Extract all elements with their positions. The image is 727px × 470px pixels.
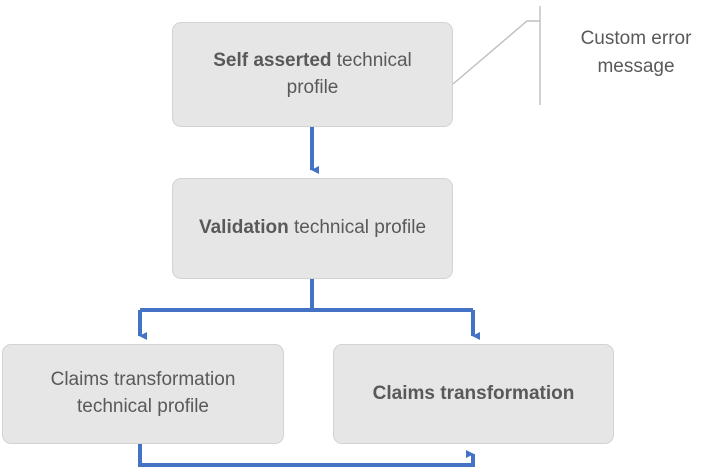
- node-claims-transformation-label: Claims transformation: [348, 381, 599, 408]
- node-self-asserted-label-bold: Self asserted: [213, 49, 332, 71]
- node-claims-transformation-technical-profile-label: Claims transformation technical profile: [17, 367, 269, 421]
- node-claims-transformation-technical-profile[interactable]: Claims transformation technical profile: [2, 344, 284, 444]
- node-validation-label: Validation technical profile: [187, 215, 438, 242]
- node-validation-label-bold: Validation: [198, 217, 289, 239]
- callout-line-1: Custom error: [580, 28, 692, 49]
- node-self-asserted-label: Self asserted technical profile: [187, 48, 438, 102]
- node-validation-technical-profile[interactable]: Validation technical profile: [172, 178, 453, 279]
- node-validation-label-rest: technical profile: [288, 217, 427, 239]
- node-self-asserted-label-rest: technical profile: [286, 49, 412, 98]
- node-claims-transformation-technical-profile-label-rest: Claims transformation technical profile: [50, 369, 236, 417]
- connector-validation-branch: [140, 279, 473, 312]
- callout-custom-error-message: Custom error message: [556, 25, 716, 80]
- callout-leader-line: [452, 6, 541, 105]
- node-claims-transformation-label-bold: Claims transformation: [372, 382, 575, 404]
- node-self-asserted-technical-profile[interactable]: Self asserted technical profile: [172, 22, 453, 127]
- callout-line-2: message: [597, 55, 675, 77]
- connector-claims-transformation-technical-profile-to-claims-transformation: [138, 444, 475, 467]
- node-claims-transformation[interactable]: Claims transformation: [333, 344, 614, 444]
